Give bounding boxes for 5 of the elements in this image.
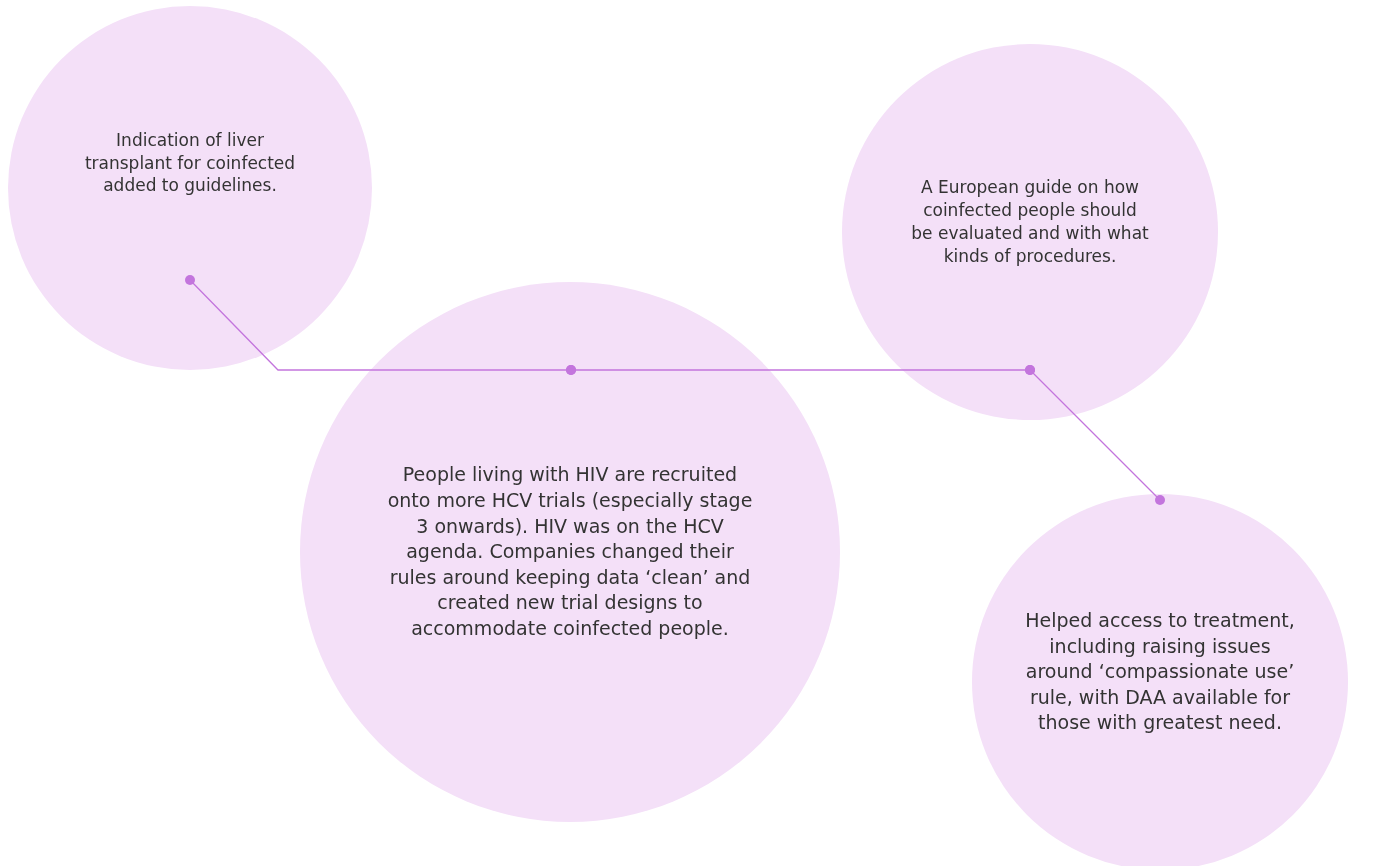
node-text: A European guide on how coinfected people should be evaluated and with what kinds of procedures. — [910, 176, 1150, 268]
node-text: Helped access to treatment, including raising issues around ‘compassionate use’ rule, with DAA available for those with greatest need. — [1025, 607, 1295, 736]
node-text: Indication of liver transplant for coinfected added to guidelines. — [83, 128, 297, 198]
connector-line — [1025, 365, 1165, 505]
node-text: People living with HIV are recruited onto more HCV trials (especially stage 3 onwards). HIV was on the HCV agenda. Companies changed their rules around keeping data ‘clean’ and created new trial designs to accommodate coinfected people. — [386, 462, 754, 642]
